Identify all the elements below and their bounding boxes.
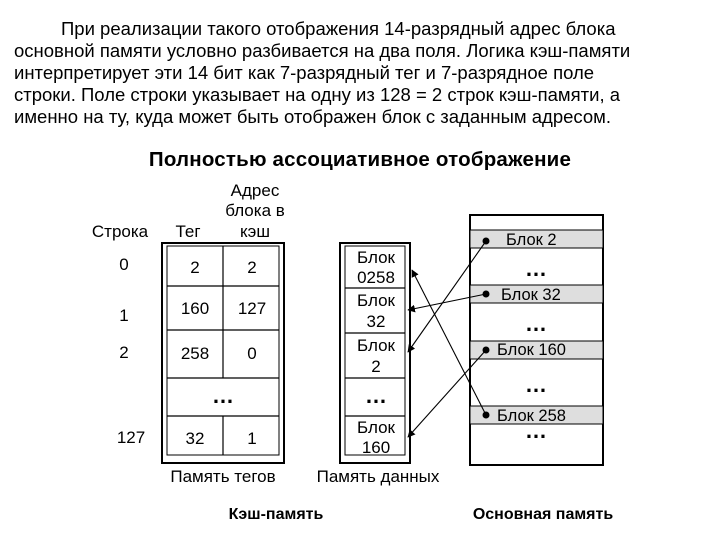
arrow-block32 bbox=[407, 293, 487, 313]
row-number: 2 bbox=[119, 343, 128, 362]
paragraph-line: строки. Поле строки указывает на одну из… bbox=[14, 84, 621, 105]
mapping-arrows bbox=[407, 240, 487, 438]
tag-value: 2 bbox=[190, 258, 199, 277]
description-paragraph: При реализации такого отображения 14-раз… bbox=[14, 18, 714, 128]
row-header: Строка bbox=[92, 222, 149, 241]
ellipsis: … bbox=[525, 418, 547, 443]
ellipsis: … bbox=[212, 383, 234, 408]
addr-value: 2 bbox=[247, 258, 256, 277]
ellipsis: … bbox=[365, 383, 387, 408]
data-cell-line: 32 bbox=[367, 312, 386, 331]
addr-value: 127 bbox=[238, 299, 266, 318]
data-cell-line: Блок bbox=[357, 291, 396, 310]
cache-memory-label: Кэш-память bbox=[229, 506, 324, 523]
data-table-inner bbox=[344, 245, 406, 456]
main-memory-label: Основная память bbox=[473, 506, 614, 523]
data-cell-line: 2 bbox=[371, 357, 380, 376]
tag-memory: Строка Тег Адрес блока в кэш 0 1 2 127 2… bbox=[92, 181, 285, 486]
data-cell-line: Блок bbox=[357, 418, 396, 437]
main-block-row bbox=[469, 229, 604, 249]
main-block-label: Блок 32 bbox=[501, 286, 561, 304]
tag-header: Тег bbox=[175, 222, 200, 241]
paragraph-line: интерпретирует эти 14 бит как 7-разрядны… bbox=[14, 62, 595, 83]
main-block-row bbox=[469, 284, 604, 304]
tag-value: 32 bbox=[186, 429, 205, 448]
main-block-row bbox=[469, 405, 604, 425]
main-block-label: Блок 258 bbox=[497, 407, 566, 425]
ellipsis: … bbox=[525, 256, 547, 281]
data-table-frame bbox=[339, 242, 411, 464]
main-block-row bbox=[469, 340, 604, 360]
main-memory-frame bbox=[469, 214, 604, 466]
paragraph-line: именно на ту, куда может быть отображен … bbox=[14, 106, 611, 127]
paragraph-line: основной памяти условно разбивается на д… bbox=[14, 40, 631, 61]
paragraph-line: При реализации такого отображения 14-раз… bbox=[61, 18, 616, 39]
data-memory: Блок 0258 Блок 32 Блок 2 … Блок 160 Памя… bbox=[317, 242, 440, 486]
arrow-block160 bbox=[407, 349, 487, 438]
addr-value: 1 bbox=[247, 429, 256, 448]
main-block-label: Блок 2 bbox=[506, 231, 557, 249]
main-block-label: Блок 160 bbox=[497, 341, 566, 359]
tag-memory-caption: Память тегов bbox=[170, 467, 275, 486]
row-number: 1 bbox=[119, 306, 128, 325]
addr-value: 0 bbox=[247, 344, 256, 363]
main-memory: Блок 2 Блок 32 Блок 160 Блок 258 … … … … bbox=[469, 214, 604, 466]
tag-value: 258 bbox=[181, 344, 209, 363]
tag-value: 160 bbox=[181, 299, 209, 318]
arrow-block258 bbox=[411, 269, 487, 416]
addr-header-line: кэш bbox=[240, 222, 270, 241]
row-number: 127 bbox=[117, 428, 145, 447]
ellipsis: … bbox=[525, 311, 547, 336]
tag-table-frame bbox=[161, 242, 285, 464]
arrow-block2 bbox=[407, 240, 487, 353]
data-cell-line: Блок bbox=[357, 248, 396, 267]
data-cell-line: 0258 bbox=[357, 268, 395, 287]
ellipsis: … bbox=[525, 372, 547, 397]
data-cell-line: Блок bbox=[357, 336, 396, 355]
addr-header-line: Адрес bbox=[231, 181, 280, 200]
row-number: 0 bbox=[119, 255, 128, 274]
data-cell-line: 160 bbox=[362, 438, 390, 457]
diagram-title: Полностью ассоциативное отображение bbox=[148, 148, 572, 171]
data-memory-caption: Память данных bbox=[317, 467, 440, 486]
addr-header-line: блока в bbox=[225, 201, 285, 220]
